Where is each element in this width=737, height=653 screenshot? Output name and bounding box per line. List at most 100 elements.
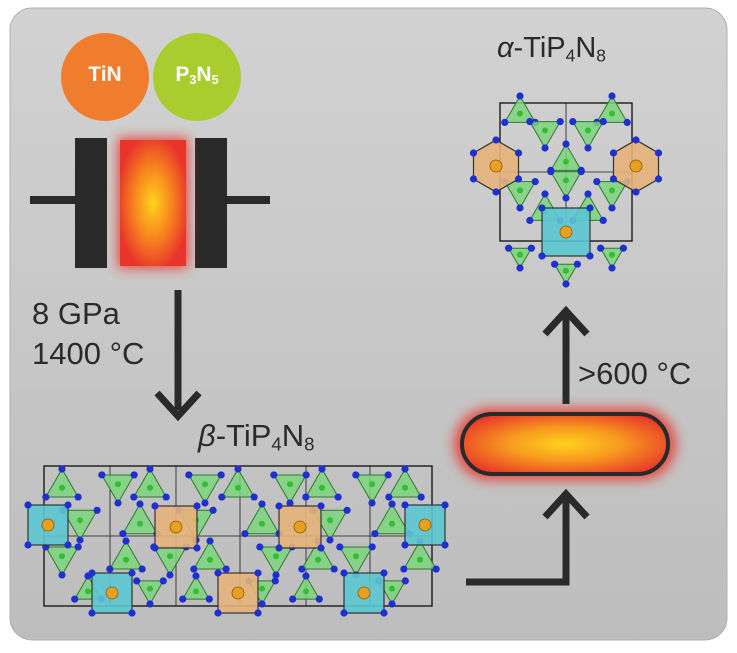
nitrogen-atom — [214, 569, 222, 577]
nitrogen-atom — [526, 216, 534, 224]
titanium-atom — [293, 520, 307, 534]
tetrahedron — [338, 546, 374, 577]
nitrogen-atom — [352, 471, 360, 479]
beta-phase-label: β-TiP4N8 — [198, 418, 315, 455]
nitrogen-atom — [162, 493, 170, 501]
phosphorus-atom — [517, 187, 523, 194]
phosphorus-atom — [542, 127, 548, 134]
nitrogen-atom — [514, 149, 523, 157]
ti-polyhedron — [404, 504, 446, 546]
nitrogen-atom — [302, 493, 310, 501]
nitrogen-atom — [241, 530, 249, 538]
alpha-phase-label: α-TiP4N8 — [497, 32, 606, 66]
phosphorus-atom — [202, 481, 208, 488]
nitrogen-atom — [64, 501, 72, 509]
phosphorus-atom — [147, 585, 153, 592]
phosphorus-atom — [315, 556, 321, 563]
nitrogen-atom — [538, 252, 546, 260]
tetrahedron — [599, 247, 625, 270]
ti-polyhedron — [154, 505, 198, 549]
beta-tip4n8-structure — [24, 465, 449, 617]
nitrogen-atom — [401, 577, 409, 585]
phosphorus-atom — [517, 251, 523, 258]
tetrahedron — [100, 474, 136, 505]
titanium-atom — [357, 586, 371, 600]
tetrahedron — [135, 580, 165, 606]
nitrogen-atom — [201, 499, 209, 507]
nitrogen-atom — [380, 609, 388, 617]
nitrogen-atom — [380, 569, 388, 577]
nitrogen-atom — [254, 569, 262, 577]
nitrogen-atom — [185, 471, 193, 479]
nitrogen-atom — [562, 194, 570, 202]
nitrogen-atom — [593, 178, 601, 186]
tetrahedron — [528, 121, 562, 150]
nitrogen-atom — [541, 144, 549, 152]
nitrogen-atom — [562, 140, 570, 148]
nitrogen-atom — [275, 544, 283, 552]
nitrogen-atom — [516, 204, 524, 212]
phosphorus-atom — [193, 588, 199, 595]
nitrogen-atom — [541, 190, 549, 198]
nitrogen-atom — [492, 136, 500, 144]
phosphorus-atom — [137, 520, 143, 527]
tetrahedron — [571, 121, 605, 150]
tetrahedron — [187, 474, 223, 505]
nitrogen-atom — [608, 264, 616, 272]
nitrogen-atom — [609, 175, 618, 183]
nitrogen-atom — [531, 178, 539, 186]
nitrogen-atom — [569, 118, 577, 126]
nitrogen-atom — [586, 204, 594, 212]
nitrogen-atom — [384, 471, 392, 479]
tin-label: TiN — [88, 63, 122, 86]
nitrogen-atom — [441, 501, 449, 509]
tetrahedron — [244, 502, 280, 535]
nitrogen-atom — [516, 264, 524, 272]
nitrogen-atom — [258, 600, 266, 608]
tetrahedron — [181, 574, 211, 600]
phosphorus-atom — [609, 251, 615, 258]
arrow-down-icon — [154, 290, 202, 422]
tetrahedron — [44, 467, 80, 498]
tetrahedron — [595, 94, 629, 123]
nitrogen-atom — [469, 175, 478, 183]
nitrogen-atom — [586, 252, 594, 260]
phosphorus-atom — [259, 520, 265, 527]
tetrahedron — [549, 142, 583, 171]
phosphorus-atom — [609, 110, 615, 117]
nitrogen-atom — [98, 471, 106, 479]
tetrahedron — [220, 467, 256, 498]
nitrogen-atom — [24, 541, 32, 549]
nitrogen-atom — [340, 569, 348, 577]
nitrogen-atom — [258, 500, 266, 508]
nitrogen-atom — [302, 572, 310, 580]
nitrogen-atom — [271, 577, 279, 585]
nitrogen-atom — [573, 260, 582, 268]
nitrogen-atom — [289, 595, 297, 603]
furnace-icon — [454, 408, 676, 480]
tetrahedron — [122, 502, 158, 535]
nitrogen-atom — [368, 543, 376, 551]
arrow-up-icon — [542, 305, 590, 404]
nitrogen-atom — [538, 204, 546, 212]
tetrahedron — [132, 467, 168, 498]
nitrogen-atom — [400, 565, 408, 573]
phosphorus-atom — [402, 484, 408, 491]
tetrahedron — [402, 539, 438, 570]
nitrogen-atom — [166, 571, 174, 579]
nitrogen-atom — [193, 502, 201, 510]
transition-temperature-label: >600 °C — [578, 356, 692, 391]
temperature-label: 1400 °C — [32, 336, 145, 371]
titanium-atom — [105, 586, 119, 600]
nitrogen-atom — [106, 565, 114, 573]
titanium-atom — [418, 518, 432, 532]
nitrogen-atom — [317, 502, 325, 510]
phosphorus-atom — [563, 158, 569, 165]
tetrahedron — [300, 539, 336, 570]
nitrogen-atom — [138, 565, 146, 573]
nitrogen-atom — [159, 577, 167, 585]
nitrogen-atom — [556, 118, 564, 126]
phosphorus-atom — [563, 177, 569, 184]
tetrahedron — [549, 171, 583, 200]
